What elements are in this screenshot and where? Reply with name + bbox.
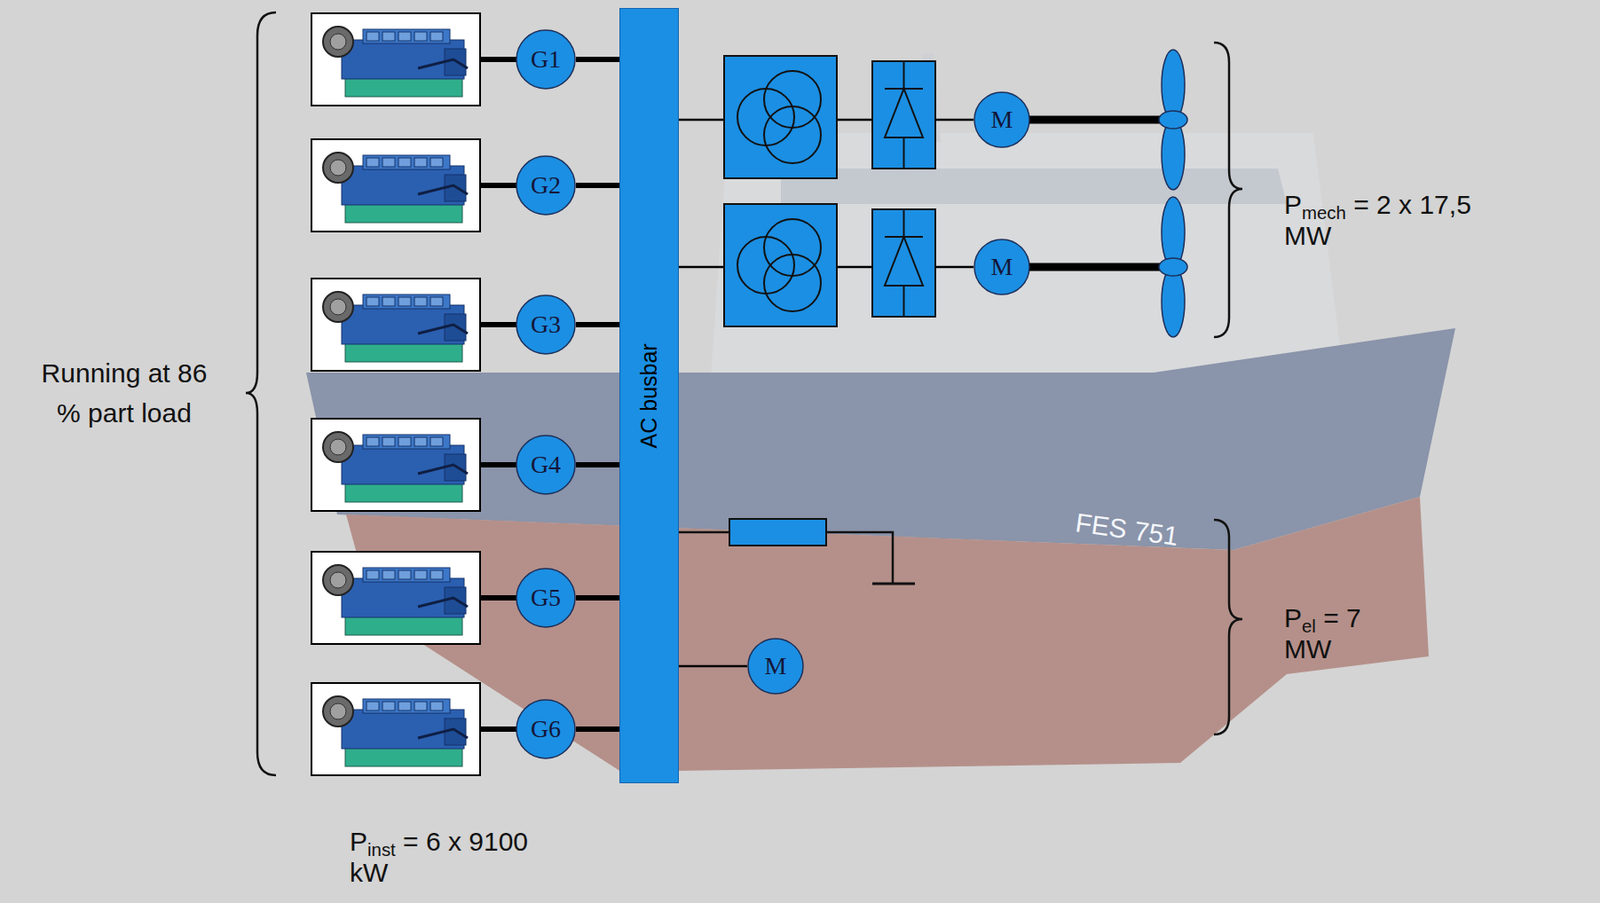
converter-symbols: [872, 61, 936, 317]
transformer-symbols: [724, 55, 837, 327]
generator-circle: G5: [515, 567, 576, 629]
generator-circle: G1: [515, 29, 576, 90]
resistor-symbol: [678, 519, 915, 584]
power-annotation: Pel = 7 MW: [1284, 603, 1391, 665]
bus-connector: [575, 595, 620, 601]
motor-circle: M: [973, 91, 1031, 149]
bus-connector: [575, 56, 620, 63]
engine-pictures: [311, 13, 481, 776]
motor-circle: M: [973, 238, 1031, 296]
bus-connector: [575, 322, 620, 328]
motor-label: M: [764, 652, 788, 681]
load-note: Running at 86 % part load: [31, 353, 218, 434]
generator-label: G1: [530, 45, 561, 74]
propellers: [1158, 49, 1188, 338]
generator-circle: G3: [515, 294, 576, 355]
generator-label: G2: [530, 171, 561, 200]
propeller-shafts: [1029, 119, 1174, 268]
ship-underwater-hull: [346, 496, 1429, 773]
bus-connector: [575, 726, 620, 733]
generator-label: G4: [530, 450, 561, 480]
power-annotation: Pmech = 2 x 17,5 MW: [1284, 189, 1506, 252]
generator-label: G3: [530, 310, 561, 339]
generator-circle: G4: [515, 434, 576, 496]
braces: [245, 12, 1243, 776]
power-annotation: Pinst = 6 x 9100 kW: [349, 827, 554, 889]
bus-connector: [678, 665, 748, 669]
generator-circle: G2: [515, 155, 576, 216]
bus-connector: [575, 182, 620, 189]
motor-label: M: [991, 252, 1014, 282]
busbar-bar: AC busbar: [619, 7, 679, 784]
engine-shafts: [480, 59, 517, 730]
busbar-label: AC busbar: [636, 343, 663, 449]
generator-label: G5: [530, 583, 561, 613]
ship-windows: [780, 168, 1287, 205]
motor-label: M: [991, 105, 1014, 134]
generator-circle: G6: [515, 699, 576, 760]
generator-label: G6: [530, 715, 561, 744]
bus-connector: [575, 462, 620, 468]
motor-circle: M: [747, 638, 804, 695]
